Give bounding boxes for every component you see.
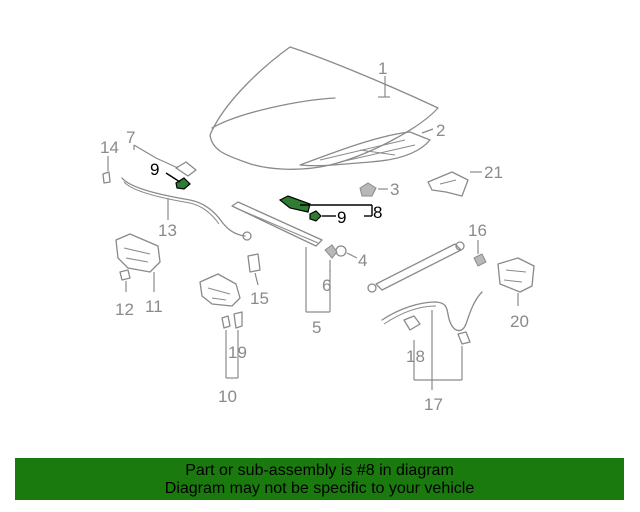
part-7-holder <box>133 144 197 177</box>
part-1-hood <box>209 46 439 170</box>
part-14-grommet <box>102 156 111 184</box>
part-11-bracket <box>115 233 161 292</box>
callout-9-right: 9 <box>337 208 346 227</box>
callout-11: 11 <box>145 297 163 316</box>
callout-14: 14 <box>100 138 119 157</box>
part-13-prop-rod <box>121 177 252 241</box>
banner-line-1: Part or sub-assembly is #8 in diagram <box>185 462 454 479</box>
part-5-seal <box>231 201 331 313</box>
part-2-hood-frame <box>299 128 434 167</box>
part-16-strut <box>367 240 487 293</box>
callout-16: 16 <box>468 221 487 240</box>
part-19-release <box>233 311 243 329</box>
callout-18: 18 <box>406 347 425 366</box>
callout-13: 13 <box>158 221 177 240</box>
callout-10: 10 <box>218 387 237 406</box>
callout-7: 7 <box>126 128 135 147</box>
banner-line-2: Diagram may not be specific to your vehi… <box>164 480 475 497</box>
callout-1: 1 <box>378 59 387 78</box>
callout-15: 15 <box>250 289 269 308</box>
callout-8: 8 <box>373 203 382 222</box>
part-17-cable <box>381 291 483 390</box>
callout-6: 6 <box>322 276 331 295</box>
part-20-latch <box>497 257 535 306</box>
part-4-clip <box>335 245 358 259</box>
callout-2: 2 <box>436 121 445 140</box>
part-15-switch <box>247 253 261 286</box>
callout-5: 5 <box>312 318 321 337</box>
part-21-hinge <box>427 171 482 197</box>
part-9-clip-left <box>165 172 191 190</box>
part-6-clip <box>324 244 338 272</box>
callout-19: 19 <box>228 343 247 362</box>
part-12-fastener <box>119 269 131 292</box>
callout-17: 17 <box>424 395 443 414</box>
info-banner: Part or sub-assembly is #8 in diagram Di… <box>15 458 624 500</box>
callout-12: 12 <box>115 300 134 319</box>
part-10-lock <box>199 273 241 379</box>
callout-21: 21 <box>484 163 503 182</box>
part-9-clip-right <box>309 210 336 222</box>
callout-4: 4 <box>358 251 367 270</box>
part-3-bumper <box>359 182 388 197</box>
callout-3: 3 <box>390 180 399 199</box>
part-18-handle <box>403 315 421 331</box>
callout-9-left: 9 <box>150 160 159 179</box>
callout-20: 20 <box>510 312 529 331</box>
part-8-highlighted <box>278 195 373 217</box>
